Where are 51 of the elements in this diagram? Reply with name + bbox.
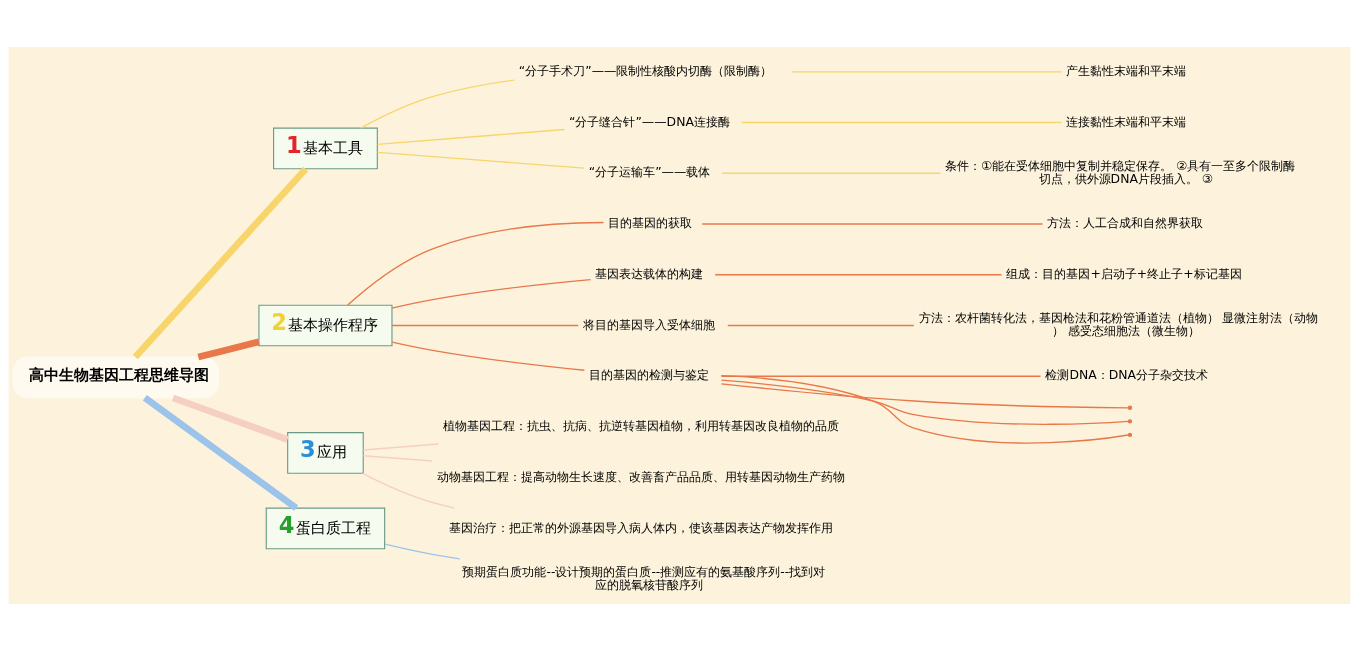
node-text: 将目的基因导入受体细胞	[583, 316, 716, 332]
connector	[701, 222, 1044, 225]
node-text: “分子缝合针”——DNA连接酶	[569, 113, 730, 129]
connector	[741, 121, 1063, 123]
connector	[360, 78, 515, 129]
connector	[727, 324, 915, 326]
node-text: 植物基因工程：抗虫、抗病、抗逆转基因植物，利用转基因改良植物的品质	[443, 417, 840, 433]
node-point	[1127, 432, 1133, 437]
node-text: 方法：农杆菌转化法，基因枪法和花粉管通道法（植物） 显微注射法（动物） 感受态细胞法（微生物）	[918, 309, 1319, 338]
connector	[347, 221, 605, 306]
connector	[362, 442, 440, 451]
node-box: 4蛋白质工程	[265, 507, 386, 549]
node-text: “分子运输车”——载体	[588, 163, 711, 179]
node-text: 检测DNA：DNA分子杂交技术	[1045, 366, 1208, 382]
node-box: 2 基本操作程序	[258, 304, 393, 346]
connector	[171, 394, 289, 443]
node-text: 预期蛋白质功能--设计预期的蛋白质--推测应有的氨基酸序列--找到对应的脱氧核苷酸序列	[462, 563, 826, 592]
connector	[391, 278, 592, 309]
node-box: 高中生物基因工程思维导图	[12, 356, 219, 398]
node-point	[1127, 405, 1133, 410]
node-text: “分子手术刀”——限制性核酸内切酶（限制酶）	[518, 62, 773, 78]
node-text: 目的基因的检测与鉴定	[589, 366, 710, 382]
node-text: 目的基因的获取	[608, 214, 693, 230]
node-text: 方法：人工合成和自然界获取	[1047, 214, 1204, 230]
connector	[384, 543, 461, 560]
connector	[720, 379, 1129, 425]
connector	[362, 472, 455, 509]
node-text: 基因治疗：把正常的外源基因导入病人体内，使该基因表达产物发挥作用	[449, 519, 834, 535]
connector	[720, 374, 1129, 444]
node-box: 3 应用	[287, 431, 364, 474]
connector	[721, 172, 942, 174]
node-text: 基因表达载体的构建	[595, 265, 704, 281]
connector	[714, 273, 1003, 275]
connector	[362, 454, 434, 462]
connector	[791, 70, 1063, 72]
connector	[197, 338, 260, 360]
connector	[142, 394, 299, 511]
node-box: 1 基本工具	[273, 127, 378, 169]
node-text: 条件：①能在受体细胞中复制并稳定保存。 ②具有一至多个限制酶切点，供外源DNA片段插入。 ③	[945, 157, 1296, 186]
connector	[376, 128, 566, 145]
node-text: 产生黏性末端和平末端	[1066, 62, 1187, 78]
connector	[391, 340, 586, 371]
connector	[376, 151, 585, 169]
connector	[132, 166, 309, 359]
node-text: 连接黏性末端和平末端	[1066, 113, 1187, 129]
connector	[720, 375, 1042, 377]
node-point	[1127, 418, 1133, 424]
node-text: 动物基因工程：提高动物生长速度、改善畜产品品质、用转基因动物生产药物	[437, 468, 846, 484]
node-text: 组成：目的基因+启动子+终止子+标记基因	[1006, 265, 1242, 281]
connector	[720, 382, 1129, 408]
connector	[391, 324, 579, 326]
